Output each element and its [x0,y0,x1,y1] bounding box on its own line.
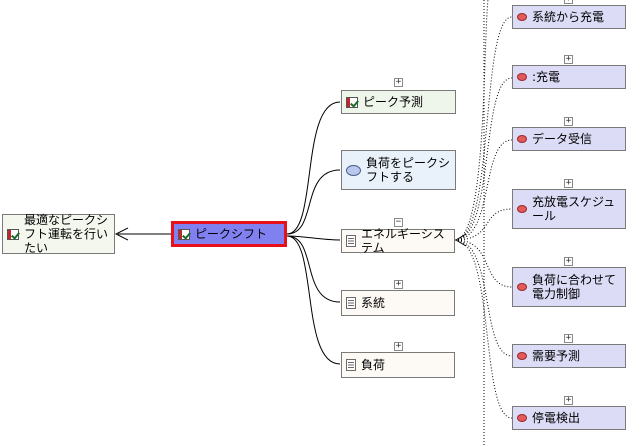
requirement-icon [178,228,190,240]
action-node-data-receive[interactable]: データ受信 [512,127,626,151]
branch-label: エネルギーシステム [361,227,445,255]
expand-toggle[interactable]: + [564,116,573,126]
action-icon [517,135,527,143]
expand-toggle[interactable]: + [564,0,573,4]
link-action-3 [454,139,513,241]
requirement-icon [7,228,19,240]
link-action-5 [454,239,513,288]
action-label: 系統から充電 [532,10,605,24]
link-action-7 [454,239,513,419]
action-node-charge-from-grid[interactable]: 系統から充電 [512,5,626,29]
branch-label: 系統 [361,296,386,310]
branch-label: 負荷 [361,358,386,372]
expand-toggle[interactable]: + [564,333,573,343]
branch-node-energy-system[interactable]: エネルギーシステム [341,227,455,255]
branch-node-grid[interactable]: 系統 [341,290,455,316]
energy-system-arrowheads [455,233,467,247]
action-label: データ受信 [532,132,593,146]
expand-toggle[interactable]: + [564,395,573,405]
action-label: 充放電スケジュール [532,195,616,223]
root-requirement-node[interactable]: 最適なピークシフト運転を行いたい [2,213,115,255]
action-label: :充電 [532,70,561,84]
usecase-icon [346,164,361,176]
branch-label: ピーク予測 [363,95,424,109]
root-requirement-label: 最適なピークシフト運転を行いたい [24,213,109,255]
branch-node-load[interactable]: 負荷 [341,352,455,378]
link-offscreen-up [454,0,489,241]
requirement-icon [346,96,358,108]
expand-toggle[interactable]: + [564,54,573,64]
action-icon [517,205,527,213]
expand-toggle[interactable]: + [394,341,403,351]
action-icon [517,73,527,81]
action-icon [517,13,527,21]
collapse-toggle[interactable]: − [394,217,403,227]
link-branch-peak-forecast [286,101,341,235]
center-node-label: ピークシフト [195,227,268,241]
expand-toggle[interactable]: + [394,279,403,289]
branch-node-peakshift-usecase[interactable]: 負荷をピークシフトする [341,150,456,190]
link-branch-peakshift-usecase [286,169,341,235]
link-action-1 [454,16,513,241]
action-icon [517,414,527,422]
action-icon [517,352,527,360]
action-node-demand-forecast[interactable]: 需要予測 [512,344,626,368]
block-icon [346,235,356,247]
link-branch-load [286,235,341,365]
expand-toggle[interactable]: + [564,178,573,188]
block-icon [346,359,356,371]
action-label: 停電検出 [532,411,581,425]
action-label: 需要予測 [532,349,581,363]
action-node-charge-schedule[interactable]: 充放電スケジュール [512,189,626,229]
link-branch-grid [286,235,341,303]
action-label: 負荷に合わせて電力制御 [532,273,617,301]
root-arrowhead [114,227,129,241]
block-icon [346,297,356,309]
action-node-load-power-control[interactable]: 負荷に合わせて電力制御 [512,267,626,307]
center-node-selected[interactable]: ピークシフト [171,221,287,247]
action-node-outage-detection[interactable]: 停電検出 [512,406,626,430]
expand-toggle[interactable]: + [394,77,403,87]
action-node-charge[interactable]: :充電 [512,65,626,89]
action-icon [517,283,527,291]
branch-label: 負荷をピークシフトする [366,156,451,184]
expand-toggle[interactable]: + [564,256,573,266]
link-action-4 [454,208,513,241]
branch-node-peak-forecast[interactable]: ピーク予測 [341,90,456,114]
